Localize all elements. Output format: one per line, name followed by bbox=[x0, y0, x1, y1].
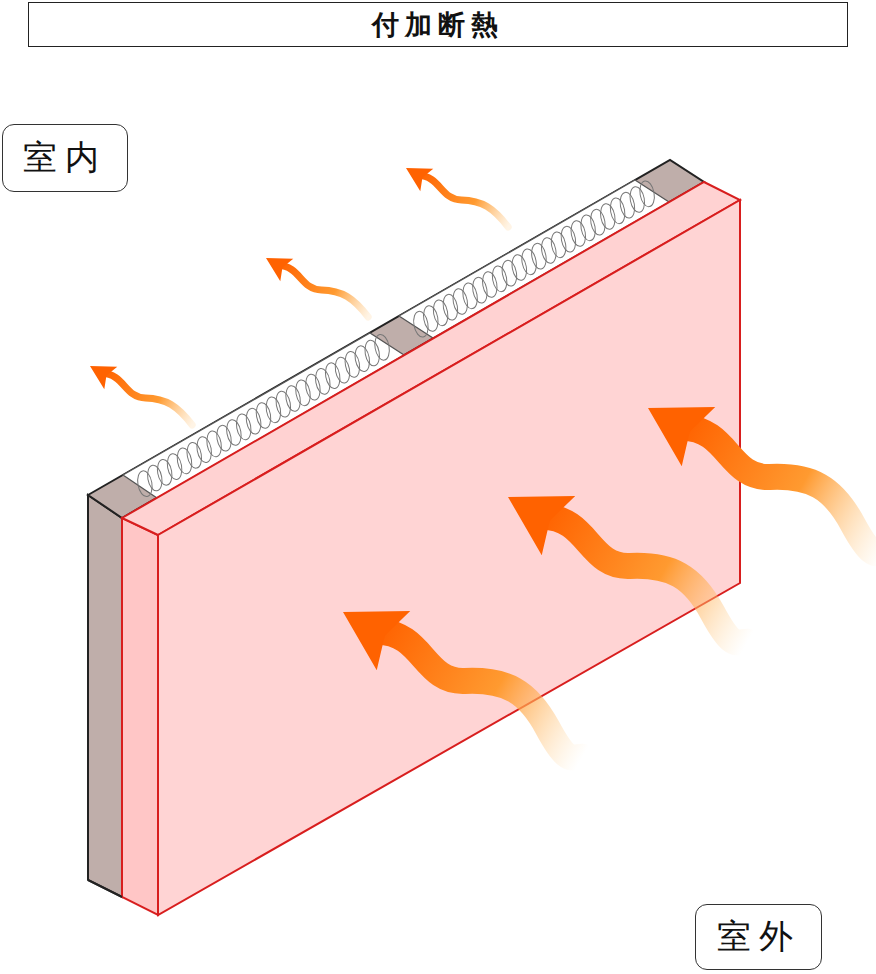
coil-winding bbox=[136, 470, 154, 498]
coil-winding bbox=[520, 248, 538, 276]
coil-winding bbox=[185, 441, 203, 469]
coil-winding bbox=[549, 231, 567, 259]
location-tag: 室内 bbox=[2, 124, 128, 192]
coil-winding bbox=[599, 202, 617, 230]
coil-winding bbox=[510, 253, 528, 281]
coil-winding bbox=[540, 236, 558, 264]
coil-winding bbox=[431, 299, 449, 327]
coil-winding bbox=[304, 373, 322, 401]
coil-winding bbox=[579, 214, 597, 242]
title-box: 付加断熱 bbox=[28, 2, 848, 47]
coil-winding bbox=[412, 310, 430, 338]
coil-winding bbox=[441, 293, 459, 321]
coil-winding bbox=[324, 362, 342, 390]
coil-winding bbox=[274, 390, 292, 418]
coil-winding bbox=[500, 259, 518, 287]
location-label: 室外 bbox=[717, 914, 801, 960]
coil-winding bbox=[618, 191, 636, 219]
coil-winding bbox=[422, 304, 440, 332]
coil-winding bbox=[608, 197, 626, 225]
coil-winding bbox=[481, 270, 499, 298]
coil-winding bbox=[215, 424, 233, 452]
coil-winding bbox=[353, 345, 371, 373]
coil-winding bbox=[254, 401, 272, 429]
coil-winding bbox=[205, 430, 223, 458]
coil-winding bbox=[461, 282, 479, 310]
coil-winding bbox=[175, 447, 193, 475]
coil-winding bbox=[373, 333, 391, 361]
coil-winding bbox=[333, 356, 351, 384]
coil-winding bbox=[235, 413, 253, 441]
coil-winding bbox=[638, 180, 656, 208]
coil-winding bbox=[363, 339, 381, 367]
coil-winding bbox=[294, 379, 312, 407]
coil-winding bbox=[195, 436, 213, 464]
coil-winding bbox=[146, 464, 164, 492]
coil-winding bbox=[589, 208, 607, 236]
coil-winding bbox=[569, 219, 587, 247]
coil-winding bbox=[284, 384, 302, 412]
coil-winding bbox=[451, 287, 469, 315]
coil-winding bbox=[490, 265, 508, 293]
coil-winding bbox=[559, 225, 577, 253]
coil-winding bbox=[343, 350, 361, 378]
coil-winding bbox=[165, 453, 183, 481]
coil-winding bbox=[530, 242, 548, 270]
location-label: 室内 bbox=[23, 135, 107, 181]
coil-winding bbox=[244, 407, 262, 435]
coil-winding bbox=[264, 396, 282, 424]
coil-winding bbox=[471, 276, 489, 304]
coil-winding bbox=[225, 418, 243, 446]
coil-winding bbox=[156, 458, 174, 486]
coil-winding bbox=[314, 367, 332, 395]
title-text: 付加断熱 bbox=[372, 7, 504, 43]
coil-winding bbox=[628, 185, 646, 213]
location-tag: 室外 bbox=[695, 904, 822, 970]
